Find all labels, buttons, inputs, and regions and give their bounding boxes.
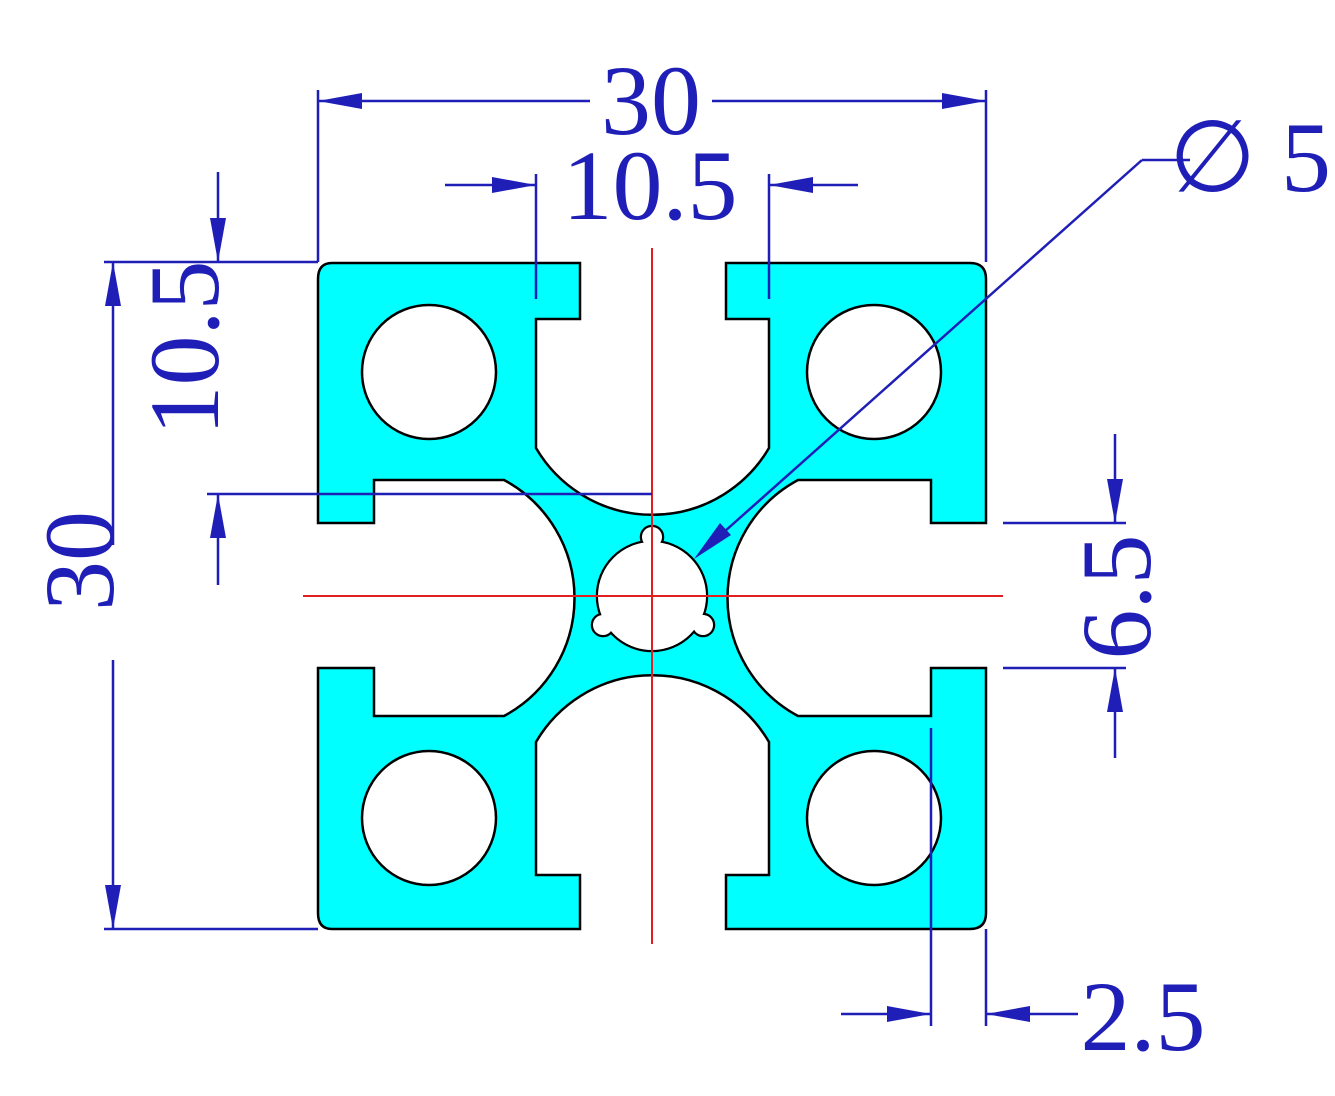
- dim-wall-thickness-bottom: [841, 728, 1078, 1026]
- dim-slot-width-right: [1003, 434, 1126, 758]
- centerlines: [303, 248, 1003, 944]
- label-wall-thickness-bottom: 2.5: [1081, 961, 1206, 1072]
- dimension-labels: 30 10.5 30 10.5 6.5 2.5 ∅ 5: [24, 45, 1331, 1072]
- label-slot-width-right: 6.5: [1061, 535, 1172, 660]
- dimensions: [104, 90, 1190, 1026]
- hole-bottom-left: [360, 749, 498, 887]
- hole-bottom-right: [805, 749, 943, 887]
- label-slot-opening-top: 10.5: [563, 130, 738, 241]
- hole-top-left: [360, 303, 498, 441]
- dim-slot-opening-top: [445, 174, 858, 299]
- dim-center-bore-leader: [694, 158, 1190, 559]
- dim-overall-height: [104, 260, 318, 931]
- label-overall-width: 30: [601, 45, 701, 156]
- label-overall-height: 30: [24, 511, 135, 611]
- dim-slot-depth-left: [207, 172, 652, 585]
- dim-overall-width: [316, 90, 988, 262]
- hole-top-right: [805, 303, 943, 441]
- label-slot-depth-left: 10.5: [129, 261, 240, 436]
- label-center-bore: ∅ 5: [1169, 102, 1331, 213]
